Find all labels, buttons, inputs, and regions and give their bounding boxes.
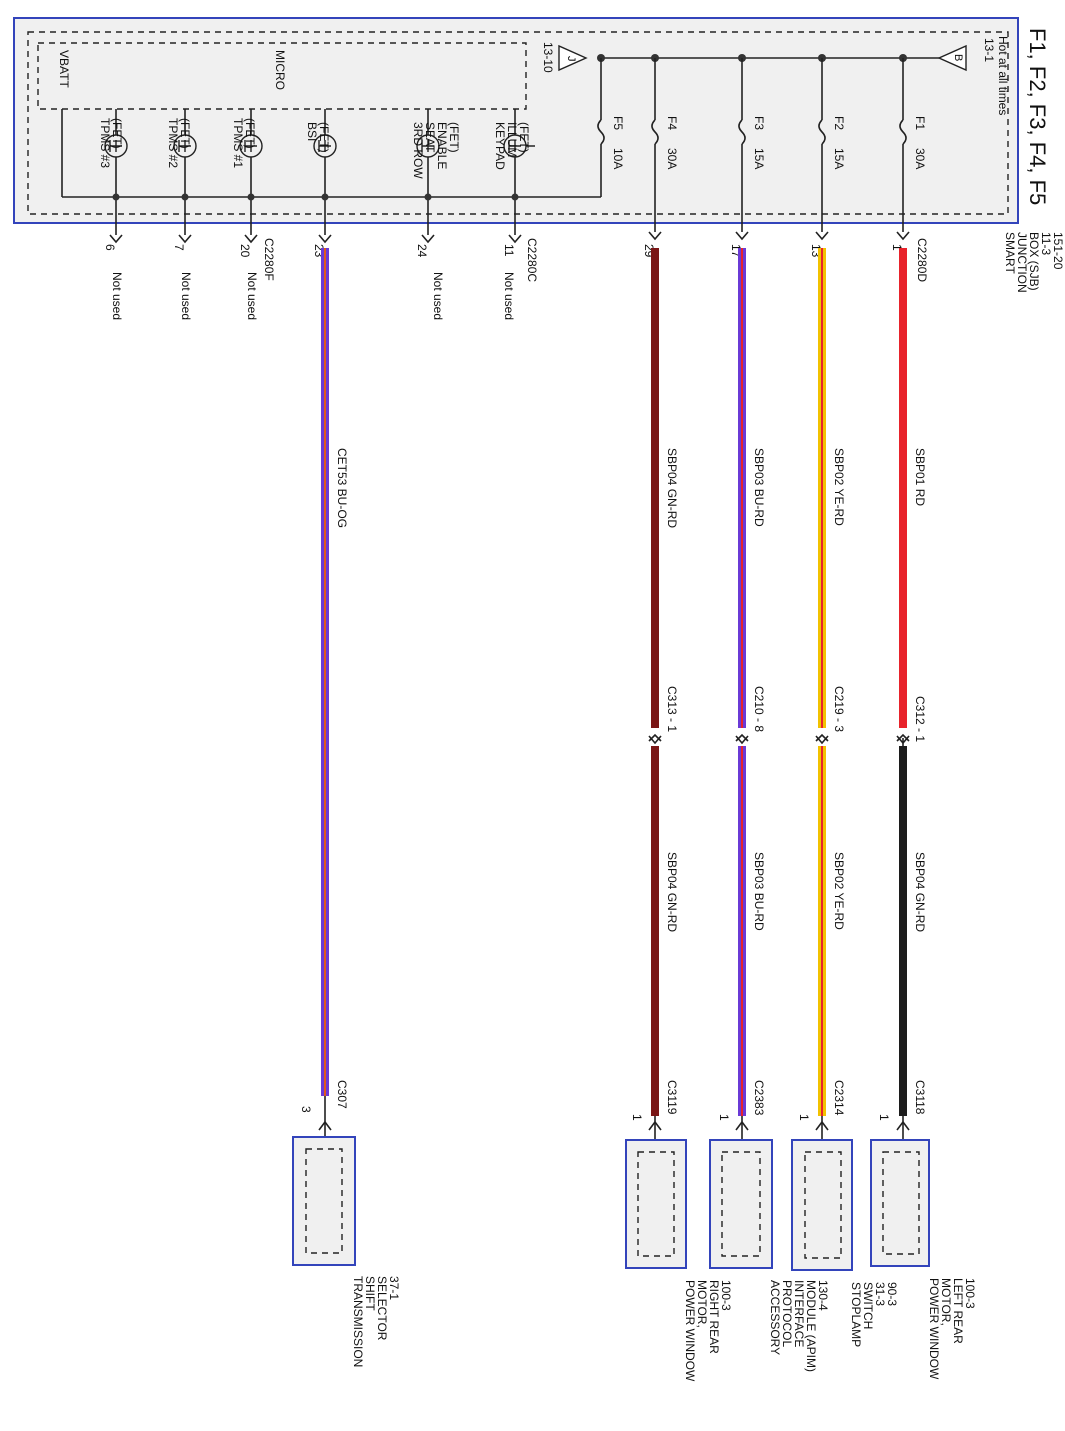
- pin-24: 24: [415, 244, 429, 258]
- connector-c2280f: C2280F: [262, 238, 276, 281]
- pin-20: 20: [238, 244, 252, 258]
- svg-text:TRANSMISSION SHIFT: TRANSMISSION SHIFT SELECTOR 37-1: [351, 1276, 401, 1371]
- wire-run-sbp01: SBP01 RD C312 - 1 SBP04 GN-RD C3118 1: [877, 248, 927, 1140]
- svg-text:SBP04 GN-RD: SBP04 GN-RD: [665, 448, 679, 528]
- svg-text:F1: F1: [913, 116, 927, 130]
- fuse-f2: F2 15A: [818, 58, 846, 232]
- left-ref-label: 13-10: [541, 42, 555, 73]
- device-stoplamp-switch: STOPLAMP SWITCH 31-3 90-3: [791, 1139, 899, 1350]
- svg-text:30A: 30A: [913, 148, 927, 169]
- svg-text:F3: F3: [752, 116, 766, 130]
- svg-text:C307: C307: [335, 1080, 349, 1109]
- fet-tpms-2: TPMS #2 (FET): [166, 109, 197, 235]
- svg-text:SBP03 BU-RD: SBP03 BU-RD: [752, 448, 766, 527]
- fuse-f1: F1 30A: [899, 58, 927, 232]
- wire-label-lower: SBP04 GN-RD: [913, 852, 927, 932]
- svg-text:STOPLAMP SWITCH 31: STOPLAMP SWITCH 31-3 90-3: [849, 1282, 899, 1350]
- not-used-pin-11: Not used: [502, 272, 516, 320]
- connector-c2280d: C2280D: [915, 238, 929, 282]
- page-title: F1, F2, F3, F4, F5: [1025, 28, 1050, 205]
- svg-text:1: 1: [717, 1114, 731, 1121]
- svg-text:15A: 15A: [752, 148, 766, 169]
- end-connector-label: C3118: [913, 1080, 927, 1115]
- fuse-f3: F3 15A: [738, 58, 766, 232]
- wire-run-sbp04: SBP04 GN-RD C313 - 1 SBP04 GN-RD C3119 1: [630, 248, 679, 1140]
- not-used-pin-20: Not used: [245, 272, 259, 320]
- svg-text:SBP02 YE-RD: SBP02 YE-RD: [832, 448, 846, 526]
- svg-text:SBP03 BU-RD: SBP03 BU-RD: [752, 852, 766, 931]
- svg-text:C3119: C3119: [665, 1080, 679, 1115]
- device-power-window-left-rear: POWER WINDOW MOTOR, LEFT REAR 100-3: [870, 1139, 977, 1383]
- svg-text:SBP04 GN-RD: SBP04 GN-RD: [665, 852, 679, 932]
- device-transmission-shift-selector: TRANSMISSION SHIFT SELECTOR 37-1: [292, 1136, 401, 1371]
- fet-tpms-1: TPMS #1 (FET): [231, 109, 263, 235]
- end-pin-label: 1: [877, 1114, 891, 1121]
- svg-text:C210 - 8: C210 - 8: [752, 686, 766, 732]
- svg-text:1: 1: [630, 1114, 644, 1121]
- svg-text:POWER WINDOW MOTOR,: POWER WINDOW MOTOR, LEFT REAR 100-3: [927, 1278, 977, 1383]
- svg-text:BSI (FET): BSI (FET): [305, 122, 331, 153]
- svg-text:TPMS #3 (FET): TPMS #3 (FET): [98, 118, 124, 171]
- micro-label: MICRO: [273, 50, 287, 90]
- svg-text:15A: 15A: [832, 148, 846, 169]
- svg-text:CET53 BU-OG: CET53 BU-OG: [335, 448, 349, 528]
- svg-text:POWER WINDOW MOTOR,: POWER WINDOW MOTOR, RIGHT REAR 100-3: [683, 1280, 733, 1385]
- svg-text:30A: 30A: [665, 148, 679, 169]
- pin-6: 6: [103, 244, 117, 251]
- sjb-box: [13, 17, 1019, 224]
- fet-tpms-3: TPMS #3 (FET): [98, 109, 128, 235]
- device-apim: ACCESSORY PROTOCOL INTERFACE MODULE (API…: [709, 1139, 830, 1375]
- sjb-inner-dashed: [27, 31, 1009, 215]
- inline-connector-label: C312 - 1: [913, 696, 927, 742]
- pin-1: 1: [890, 244, 904, 251]
- svg-text:TPMS #2 (FET): TPMS #2 (FET): [166, 118, 192, 171]
- vbatt-label: VBATT: [57, 50, 71, 88]
- svg-text:C2314: C2314: [832, 1080, 846, 1116]
- wire-run-sbp02: SBP02 YE-RD C219 - 3 SBP02 YE-RD C2314 1: [797, 248, 846, 1140]
- hot-at-all-times-label: Hot at all times: [996, 36, 1010, 115]
- connector-c2280c: C2280C: [525, 238, 539, 282]
- fet-3rd-row-seat: 3RD ROW SEAT ENABLE (FET): [411, 109, 461, 235]
- micro-box: [37, 42, 527, 110]
- svg-text:F5: F5: [611, 116, 625, 130]
- svg-text:SBP02 YE-RD: SBP02 YE-RD: [832, 852, 846, 930]
- not-used-pin-7: Not used: [179, 272, 193, 320]
- svg-text:KEYPAD ILLUM (FET): KEYPAD ILLUM (FET): [493, 122, 531, 173]
- pin-11: 11: [502, 244, 516, 257]
- connector-chevrons: [109, 231, 910, 244]
- wire-run-sbp03: SBP03 BU-RD C210 - 8 SBP03 BU-RD C2383 1: [717, 248, 766, 1140]
- svg-text:TPMS #1 (FET): TPMS #1 (FET): [231, 118, 257, 171]
- svg-text:C313 - 1: C313 - 1: [665, 686, 679, 732]
- not-used-pin-24: Not used: [431, 272, 445, 320]
- svg-text:1: 1: [797, 1114, 811, 1121]
- not-used-pin-6: Not used: [110, 272, 124, 320]
- svg-text:10A: 10A: [611, 148, 625, 169]
- svg-text:3RD ROW SEAT ENABL: 3RD ROW SEAT ENABLE (FET): [411, 122, 461, 182]
- sjb-name: SMART JUNCTION BOX (SJB) 11-3 151-20: [1003, 232, 1065, 296]
- wire-label-upper: SBP01 RD: [913, 448, 927, 506]
- splice-flag-j-icon: [558, 44, 588, 72]
- hot-ref-label: 13-1: [982, 38, 996, 62]
- device-power-window-right-rear: POWER WINDOW MOTOR, RIGHT REAR 100-3: [625, 1139, 733, 1385]
- fet-bsi: BSI (FET): [305, 109, 337, 235]
- flag-j-label: J: [565, 56, 577, 62]
- svg-text:C2383: C2383: [752, 1080, 766, 1116]
- pin-7: 7: [172, 244, 186, 251]
- svg-text:F2: F2: [832, 116, 846, 130]
- wire-run-cet53: CET53 BU-OG C307 3: [299, 248, 349, 1140]
- fuse-f5: F5 10A: [597, 58, 625, 197]
- splice-flag-b-icon: [937, 44, 967, 72]
- svg-text:F4: F4: [665, 116, 679, 130]
- svg-text:3: 3: [299, 1106, 313, 1113]
- fet-keypad-illum: KEYPAD ILLUM (FET): [493, 109, 535, 235]
- flag-b-label: B: [952, 54, 964, 61]
- svg-text:C219 - 3: C219 - 3: [832, 686, 846, 732]
- svg-text:ACCESSORY PROTOCOL: ACCESSORY PROTOCOL INTERFACE MODULE (API…: [768, 1280, 830, 1375]
- fuse-f4: F4 30A: [651, 58, 679, 232]
